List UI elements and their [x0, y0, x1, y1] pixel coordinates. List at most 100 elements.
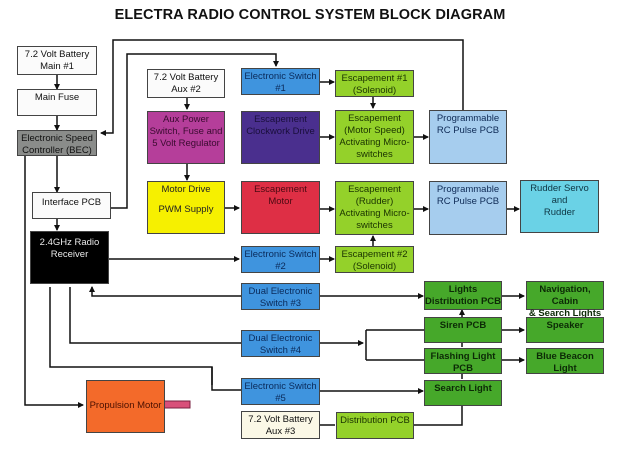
block-label: Electronic Switch — [244, 249, 317, 260]
escapement-2-solenoid-block: Escapement #2 (Solenoid) — [335, 246, 414, 273]
propulsion-shaft — [163, 400, 191, 409]
rc-pulse-pcb-1-block: Programmable RC Pulse PCB — [429, 110, 507, 164]
block-label: Electronic Speed — [21, 133, 93, 144]
diagram-title: ELECTRA RADIO CONTROL SYSTEM BLOCK DIAGR… — [114, 7, 506, 23]
dual-switch-4-block: Dual Electronic Switch #4 — [241, 330, 320, 357]
block-label: Motor — [268, 196, 293, 207]
motor-drive-block: Motor Drive PWM Supply — [147, 181, 225, 234]
block-label: Rudder — [543, 207, 576, 218]
rudder-servo-block: Rudder Servo and Rudder — [520, 180, 599, 233]
block-label: (Solenoid) — [352, 261, 397, 272]
block-label: Main Fuse — [34, 92, 80, 103]
block-label: Aux Power — [163, 114, 209, 125]
rc-pulse-pcb-2-block: Programmable RC Pulse PCB — [429, 181, 507, 235]
speaker-block: Speaker — [526, 317, 604, 343]
block-label: Activating Micro- — [339, 137, 410, 148]
block-label: Switch, Fuse and — [149, 126, 223, 137]
propulsion-motor-block: Propulsion Motor — [86, 380, 165, 433]
block-label: Distribution PCB — [425, 296, 501, 307]
escapement-1-solenoid-block: Escapement #1 (Solenoid) — [335, 70, 414, 97]
dual-switch-3-block: Dual Electronic Switch #3 — [241, 283, 320, 310]
block-label: Blue Beacon Light — [536, 351, 594, 374]
block-label: Rudder Servo and — [530, 183, 589, 206]
electronic-switch-5-block: Electronic Switch #5 — [241, 378, 320, 405]
main-fuse-block: Main Fuse — [17, 89, 97, 116]
block-label: switches — [356, 220, 393, 231]
escapement-motor-speed-block: Escapement (Motor Speed) Activating Micr… — [335, 110, 414, 164]
wire-dist-search — [414, 404, 463, 426]
block-label: Activating Micro- — [339, 208, 410, 219]
block-label: #2 — [275, 261, 286, 272]
wire-receiver-dual4 — [69, 287, 241, 344]
block-label: RC Pulse PCB — [436, 196, 500, 207]
distribution-pcb-block: Distribution PCB — [336, 412, 414, 439]
block-label: Motor Drive — [161, 184, 211, 195]
battery-aux-2-block: 7.2 Volt Battery Aux #2 — [147, 69, 225, 98]
block-label: Lights — [448, 284, 478, 295]
lights-distribution-pcb-block: Lights Distribution PCB — [424, 281, 502, 310]
block-label: RC Pulse PCB — [436, 125, 500, 136]
block-label: Escapement — [254, 114, 307, 125]
electronic-switch-2-block: Electronic Switch #2 — [241, 246, 320, 273]
block-label: Switch #4 — [259, 345, 302, 356]
block-label: Electronic Switch — [244, 381, 317, 392]
block-label: 2.4GHz Radio — [39, 237, 100, 248]
escapement-motor-block: Escapement Motor — [241, 181, 320, 234]
block-label: (Motor Speed) — [344, 125, 405, 136]
block-label: Navigation, Cabin — [539, 284, 591, 307]
wire-interface-switch1 — [111, 53, 279, 209]
wire-split-siren — [365, 329, 424, 361]
navigation-lights-block: Navigation, Cabin & Search Lights — [526, 281, 604, 319]
block-label: Flashing Light PCB — [430, 351, 496, 374]
block-label: Escapement #1 — [341, 73, 408, 84]
battery-aux-3-block: 7.2 Volt Battery Aux #3 — [241, 411, 320, 439]
block-label: Programmable — [436, 184, 500, 195]
block-label: Propulsion Motor — [89, 400, 162, 411]
block-label: Escapement #2 — [341, 249, 408, 260]
escapement-clockwork-block: Escapement Clockwork Drive — [241, 111, 320, 164]
siren-pcb-block: Siren PCB — [424, 317, 502, 343]
block-label — [148, 196, 224, 204]
interface-pcb-block: Interface PCB — [32, 192, 111, 219]
block-label: Speaker — [546, 320, 584, 331]
block-label: (Solenoid) — [352, 85, 397, 96]
block-label: & Search Lights — [528, 308, 602, 319]
block-label: Aux #3 — [265, 426, 296, 437]
wire-rcpulse-top — [100, 39, 464, 136]
block-label: Receiver — [50, 249, 89, 260]
block-label: Escapement — [348, 113, 401, 124]
block-label: switches — [356, 149, 393, 160]
block-label: #1 — [275, 83, 286, 94]
wire-esc-propulsion — [24, 155, 84, 408]
block-label: 5 Volt Regulator — [152, 138, 220, 149]
escapement-rudder-block: Escapement (Rudder) Activating Micro- sw… — [335, 181, 414, 235]
block-label: Programmable — [436, 113, 500, 124]
block-label: Interface PCB — [41, 197, 102, 208]
block-label: Dual Electronic — [248, 286, 313, 297]
block-label: Aux #2 — [171, 84, 201, 95]
wire-dual3-receiver — [89, 286, 241, 297]
block-label: PWM Supply — [158, 204, 214, 215]
block-label: Distribution PCB — [340, 415, 410, 426]
block-label: #5 — [275, 393, 286, 404]
block-label: Dual Electronic — [248, 333, 313, 344]
block-label: Escapement — [254, 184, 307, 195]
block-label: Controller (BEC) — [22, 145, 92, 156]
block-label: Electronic Switch — [244, 71, 317, 82]
block-label: Switch #3 — [259, 298, 302, 309]
search-light-block: Search Light — [424, 380, 502, 406]
block-label: Siren PCB — [439, 320, 487, 331]
radio-receiver-block: 2.4GHz Radio Receiver — [30, 231, 109, 284]
electronic-switch-1-block: Electronic Switch #1 — [241, 68, 320, 95]
block-label: Clockwork Drive — [246, 126, 315, 137]
battery-main-1-block: 7.2 Volt Battery Main #1 — [17, 46, 97, 75]
aux-power-block: Aux Power Switch, Fuse and 5 Volt Regula… — [147, 111, 225, 164]
block-label: Main #1 — [40, 61, 74, 72]
blue-beacon-block: Blue Beacon Light — [526, 348, 604, 374]
block-label: (Rudder) — [355, 196, 394, 207]
flashing-light-pcb-block: Flashing Light PCB — [424, 348, 502, 374]
block-label: Escapement — [348, 184, 401, 195]
block-label: 7.2 Volt Battery — [24, 49, 90, 60]
block-label: 7.2 Volt Battery — [248, 414, 313, 425]
